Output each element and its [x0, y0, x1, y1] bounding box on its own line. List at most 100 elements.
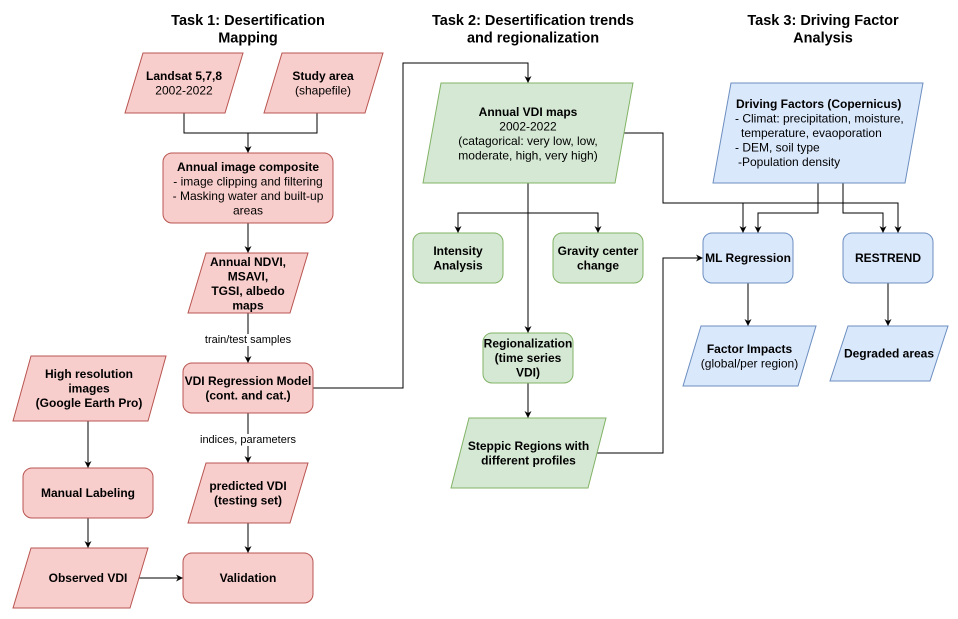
- study-area-parallelogram: [263, 52, 384, 114]
- arrow-steppic-regions-to-ml-regression: [597, 254, 703, 454]
- arrow-annual-vdi-to-intensity-analysis: [454, 212, 528, 233]
- intensity-analysis-box: [412, 232, 504, 284]
- steppic-regions-parallelogram: [450, 417, 607, 489]
- manual-labeling-title: Manual Labeling: [41, 486, 135, 500]
- task2-heading-line-1: Task 2: Desertification trends: [432, 13, 634, 29]
- regionalization-label-line-1: Regionalization: [484, 337, 573, 351]
- connectors: [84, 62, 902, 582]
- restrend-node: RESTREND: [842, 232, 934, 284]
- annual-vdi-maps-title: Annual VDI maps: [479, 105, 578, 119]
- manual-labeling-box: [22, 467, 154, 519]
- study-area-title: Study area: [292, 69, 354, 83]
- landsat-parallelogram: [124, 52, 244, 114]
- task3-heading-line-1: Task 3: Driving Factor: [747, 13, 899, 29]
- degraded-areas-node: Degraded areas: [829, 325, 949, 382]
- driving-factors-climate: - Climat: precipitation, moisture,: [735, 112, 904, 126]
- edge-label-train-test-samples: train/test samples: [205, 334, 292, 346]
- validation-node: Validation: [182, 552, 314, 604]
- predicted-vdi-title: predicted VDI: [209, 479, 286, 493]
- task2-heading: Task 2: Desertification trends and regio…: [432, 13, 634, 47]
- edge-label-indices-parameters: indices, parameters: [200, 434, 296, 446]
- task1-heading-line-1: Task 1: Desertification: [171, 13, 325, 29]
- index-maps-label-line-1: Annual NDVI,: [210, 255, 286, 269]
- arrow-annual-vdi-to-restrend: [743, 202, 902, 233]
- index-maps-parallelogram: [187, 252, 309, 314]
- image-composite-step-1: - image clipping and filtering: [173, 175, 322, 189]
- validation-title: Validation: [220, 571, 277, 585]
- index-maps-label-line-3: TGSI, albedo: [211, 284, 284, 298]
- task1-heading: Task 1: Desertification Mapping: [171, 13, 325, 47]
- vdi-regression-model-subtitle: (cont. and cat.): [205, 389, 290, 403]
- observed-vdi-parallelogram: [12, 547, 149, 609]
- arrow-annual-vdi-to-ml-regression: [624, 132, 747, 233]
- factor-impacts-parallelogram: [682, 325, 817, 387]
- annual-vdi-maps-classes-line-2: moderate, high, very high): [458, 149, 597, 163]
- predicted-vdi-subtitle: (testing set): [214, 494, 282, 508]
- high-res-images-node: High resolution images (Google Earth Pro…: [12, 355, 167, 422]
- image-composite-node: Annual image composite - image clipping …: [162, 152, 334, 224]
- annual-vdi-maps-parallelogram: [422, 82, 634, 184]
- regionalization-label-line-2: (time series: [495, 351, 562, 365]
- factor-impacts-node: Factor Impacts (global/per region): [682, 325, 817, 387]
- gravity-center-node: Gravity center change: [552, 232, 644, 284]
- arrow-driving-factors-to-ml-regression: [754, 183, 819, 233]
- steppic-regions-label-line-1: Steppic Regions with: [468, 439, 589, 453]
- driving-factors-population: -Population density: [738, 155, 840, 169]
- high-res-images-label-line-2: images: [68, 382, 110, 396]
- index-maps-label-line-4: maps: [232, 299, 264, 313]
- driving-factors-climate-cont: temperature, evaoporation: [741, 126, 882, 140]
- high-res-images-source: (Google Earth Pro): [36, 396, 143, 410]
- index-maps-label-line-2: MSAVI,: [228, 270, 268, 284]
- vdi-regression-model-node: VDI Regression Model (cont. and cat.): [182, 362, 314, 414]
- image-composite-step-2: - Masking water and built-up: [173, 189, 324, 203]
- observed-vdi-node: Observed VDI: [12, 547, 149, 609]
- driving-factors-node: Driving Factors (Copernicus) - Climat: p…: [712, 82, 924, 184]
- gravity-center-label-line-1: Gravity center: [558, 244, 639, 258]
- steppic-regions-label-line-2: different profiles: [481, 454, 576, 468]
- edge-label-background: [203, 334, 293, 346]
- degraded-areas-title: Degraded areas: [844, 347, 934, 361]
- validation-box: [182, 552, 314, 604]
- gravity-center-box: [552, 232, 644, 284]
- observed-vdi-title: Observed VDI: [49, 571, 128, 585]
- gravity-center-label-line-2: change: [577, 259, 619, 273]
- connector-inputs-merge: [183, 113, 318, 134]
- task1-heading-line-2: Mapping: [218, 31, 278, 47]
- edge-labels: train/test samples indices, parameters: [199, 334, 298, 446]
- index-maps-node: Annual NDVI, MSAVI, TGSI, albedo maps: [187, 252, 309, 314]
- intensity-analysis-node: Intensity Analysis: [412, 232, 504, 284]
- annual-vdi-maps-classes-line-1: (catagorical: very low, low,: [458, 134, 597, 148]
- restrend-title: RESTREND: [855, 251, 921, 265]
- high-res-images-parallelogram: [12, 355, 167, 422]
- vdi-regression-model-title: VDI Regression Model: [185, 374, 312, 388]
- task3-heading: Task 3: Driving Factor Analysis: [747, 13, 899, 47]
- image-composite-step-2-cont: areas: [233, 204, 263, 218]
- driving-factors-title: Driving Factors (Copernicus): [736, 97, 901, 111]
- driving-factors-parallelogram: [712, 82, 924, 184]
- study-area-format: (shapefile): [295, 84, 351, 98]
- landsat-title: Landsat 5,7,8: [146, 69, 222, 83]
- arrow-annual-vdi-to-gravity-center: [528, 212, 602, 233]
- image-composite-box: [162, 152, 334, 224]
- image-composite-title: Annual image composite: [177, 160, 319, 174]
- arrow-driving-factors-to-restrend: [842, 183, 887, 233]
- ml-regression-title: ML Regression: [705, 251, 791, 265]
- task3-heading-line-2: Analysis: [793, 31, 853, 47]
- predicted-vdi-node: predicted VDI (testing set): [187, 462, 309, 524]
- regionalization-node: Regionalization (time series VDI): [482, 332, 574, 384]
- manual-labeling-node: Manual Labeling: [22, 467, 154, 519]
- ml-regression-box: [702, 232, 794, 284]
- ml-regression-node: ML Regression: [702, 232, 794, 284]
- intensity-analysis-label-line-2: Analysis: [433, 259, 483, 273]
- study-area-input-node: Study area (shapefile): [263, 52, 384, 114]
- restrend-box: [842, 232, 934, 284]
- factor-impacts-scope: (global/per region): [701, 357, 798, 371]
- factor-impacts-title: Factor Impacts: [707, 342, 793, 356]
- intensity-analysis-label-line-1: Intensity: [433, 244, 483, 258]
- task2-heading-line-2: and regionalization: [467, 31, 599, 47]
- steppic-regions-node: Steppic Regions with different profiles: [450, 417, 607, 489]
- edge-label-background: [199, 434, 298, 446]
- vdi-regression-model-box: [182, 362, 314, 414]
- driving-factors-terrain: - DEM, soil type: [735, 141, 820, 155]
